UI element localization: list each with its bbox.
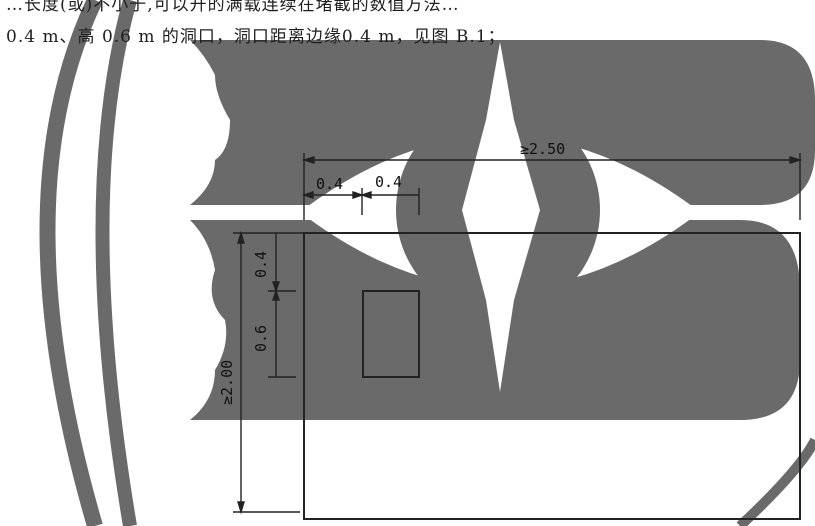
dim-hole-height-label: 0.6 [252, 325, 270, 352]
arrow [359, 191, 372, 199]
arrow [272, 288, 280, 301]
arrow [237, 230, 245, 244]
dim-top-offset-label: 0.4 [252, 251, 270, 278]
outer-frame [303, 232, 801, 520]
watermark-arc-right [736, 437, 815, 526]
watermark-arc-outer [39, 0, 103, 526]
text-line-1: …长度(或)不小于,可以开的满载连续在堵截的数值方法… [6, 0, 460, 15]
dim-left-offset-label: 0.4 [316, 175, 343, 193]
dim-height-label: ≥2.00 [218, 360, 236, 405]
arrow [301, 156, 315, 164]
arrow [237, 501, 245, 515]
drawing [233, 153, 803, 520]
arrow [301, 191, 314, 199]
body-text: …长度(或)不小于,可以开的满载连续在堵截的数值方法… 0.4 m、高 0.6 … [0, 0, 815, 48]
arrow [352, 191, 365, 199]
arrow [789, 156, 803, 164]
dim-width-label: ≥2.50 [520, 140, 565, 158]
hole-rect [362, 290, 420, 378]
watermark-arc-inner [95, 0, 137, 526]
arrow [272, 281, 280, 294]
watermark-star [462, 42, 540, 392]
text-line-2: 0.4 m、高 0.6 m 的洞口，洞口距离边缘0.4 m，见图 B.1； [6, 27, 506, 47]
dim-hole-width-label: 0.4 [375, 173, 402, 191]
watermark-logo [39, 0, 815, 526]
